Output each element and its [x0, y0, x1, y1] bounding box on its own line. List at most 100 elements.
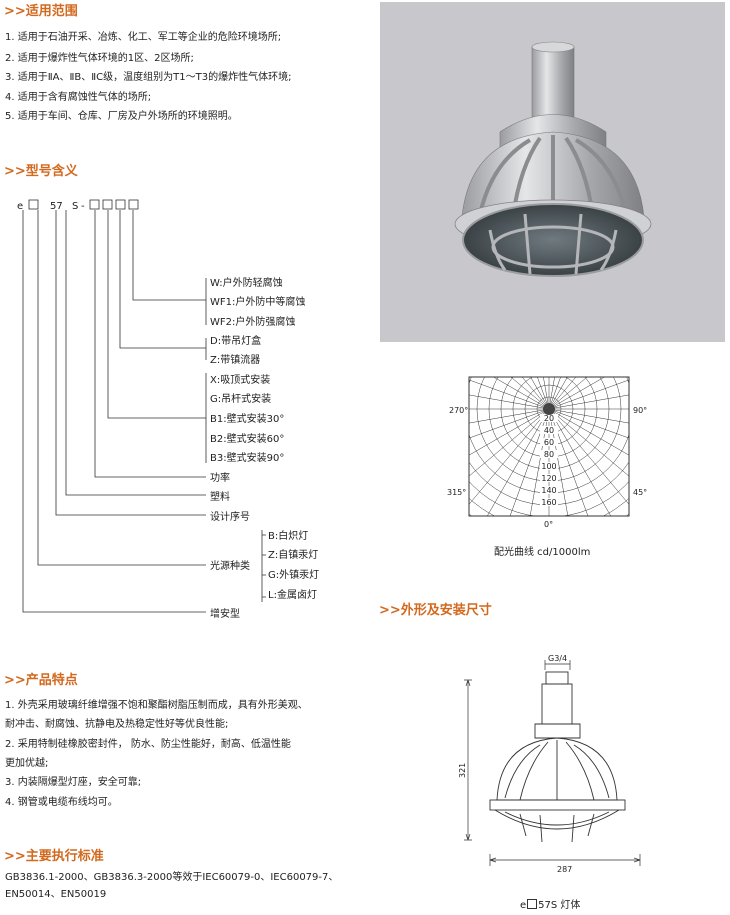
model-code-diagram: e 57 S - W:户外防轻腐蚀 WF1:户外防中等腐蚀 WF2:户外防强腐蚀…: [17, 199, 319, 620]
scope-item-5: 5. 适用于车间、仓库、厂房及户外场所的环境照明。: [5, 111, 238, 122]
dim-height-label: 321: [458, 763, 467, 778]
lamp-outline: [489, 671, 626, 843]
code-box-dz: [115, 199, 126, 210]
ring-label: 60: [544, 438, 554, 447]
polar-spoke: [469, 408, 550, 424]
polar-spoke: [521, 377, 550, 410]
option-plastic: 塑料: [210, 490, 230, 503]
feature-line-6: 4. 钢管或电缆布线均可。: [5, 797, 118, 808]
caption-e: e: [520, 900, 527, 911]
option-w: W:户外防轻腐蚀: [210, 276, 283, 289]
dim-width-label: 287: [557, 865, 572, 874]
features-heading: >>产品特点: [4, 673, 78, 688]
polar-spoke: [510, 377, 550, 410]
option-wf1: WF1:户外防中等腐蚀: [210, 295, 305, 308]
leader-lines: [22, 210, 266, 613]
code-box-source: [28, 199, 39, 210]
ring-label-background: [540, 450, 558, 458]
polar-spoke: [548, 394, 629, 410]
polar-center: [543, 403, 555, 415]
ring-label-background: [540, 474, 558, 482]
option-source-b: B:白炽灯: [268, 529, 308, 542]
dim-width-line: [489, 854, 641, 866]
option-b2: B2:壁式安装60°: [210, 432, 284, 445]
code-box-power: [89, 199, 100, 210]
polar-spoke: [548, 377, 568, 410]
option-power: 功率: [210, 471, 230, 484]
feature-line-1: 1. 外壳采用玻璃纤维增强不饱和聚酯树脂压制而成，具有外形美观、: [5, 700, 308, 711]
polar-spoke: [548, 377, 577, 410]
polar-caption: 配光曲线 cd/1000lm: [494, 547, 591, 558]
option-source-l: L:金属卤灯: [268, 588, 317, 601]
polar-spoke: [548, 408, 589, 516]
dim-thread-label: G3/4: [548, 654, 567, 663]
code-box-wf: [128, 199, 139, 210]
polar-spoke: [469, 408, 550, 439]
ring-label: 80: [544, 450, 554, 459]
product-photo: [380, 2, 725, 342]
scope-heading: >>适用范围: [4, 4, 78, 19]
polar-spoke: [548, 377, 561, 410]
standards-heading: >>主要执行标准: [4, 849, 104, 864]
polar-spoke: [469, 408, 550, 477]
polar-spoke: [548, 408, 629, 456]
polar-spoke: [548, 377, 605, 410]
polar-spoke: [548, 408, 629, 424]
caption-rest: 57S 灯体: [538, 900, 581, 911]
angle-90: 90°: [633, 406, 647, 415]
angle-0: 0°: [544, 520, 553, 529]
option-d: D:带吊灯盒: [210, 334, 261, 347]
polar-spoke: [548, 408, 612, 516]
standards-line-1: GB3836.1-2000、GB3836.3-2000等效于IEC60079-0…: [5, 872, 339, 883]
polar-spoke: [548, 379, 629, 410]
option-z-ballast: Z:带镇流器: [210, 353, 260, 366]
option-type: 增安型: [210, 607, 240, 620]
polar-spoke: [537, 377, 550, 410]
polar-spoke: [469, 408, 550, 505]
polar-spoke: [469, 394, 550, 410]
polar-spoke: [548, 408, 629, 477]
code-dash: -: [81, 201, 85, 212]
ring-label-background: [540, 414, 558, 422]
dim-height-line: [464, 679, 472, 841]
option-source-z: Z:自镇汞灯: [268, 548, 318, 561]
standards-line-2: EN50014、EN50019: [5, 889, 107, 900]
option-b1: B1:壁式安装30°: [210, 412, 284, 425]
option-wf2: WF2:户外防强腐蚀: [210, 315, 295, 328]
polar-spoke: [548, 408, 629, 439]
lamp-illustration: [454, 41, 652, 277]
code-box-mount: [102, 199, 113, 210]
ring-label-background: [540, 498, 558, 506]
ring-label: 160: [541, 498, 556, 507]
ring-label-background: [540, 438, 558, 446]
scope-item-3: 3. 适用于ⅡA、ⅡB、ⅡC级，温度组别为T1～T3的爆炸性气体环境;: [5, 72, 292, 83]
scope-item-2: 2. 适用于爆炸性气体环境的1区、2区场所;: [5, 53, 194, 64]
polar-spoke: [469, 408, 550, 456]
angle-45: 45°: [633, 488, 647, 497]
ring-label-background: [540, 426, 558, 434]
scope-item-1: 1. 适用于石油开采、冶炼、化工、军工等企业的危险环境场所;: [5, 32, 282, 43]
option-design-number: 设计序号: [210, 510, 250, 523]
scope-item-4: 4. 适用于含有腐蚀性气体的场所;: [5, 92, 152, 103]
polar-spoke: [530, 377, 550, 410]
angle-315: 315°: [447, 488, 466, 497]
angle-270: 270°: [449, 406, 468, 415]
model-heading: >>型号含义: [4, 164, 78, 179]
polar-spoke: [493, 377, 550, 410]
light-distribution-diagram: 270° 90° 315° 45° 0° 2040608010012014016…: [447, 376, 647, 529]
dimensions-caption: e 57S 灯体: [520, 896, 580, 911]
ring-label: 20: [544, 414, 554, 423]
option-x: X:吸顶式安装: [210, 373, 270, 386]
option-g: G:吊杆式安装: [210, 392, 271, 405]
caption-box: [527, 899, 538, 909]
option-b3: B3:壁式安装90°: [210, 451, 284, 464]
dimensions-heading: >>外形及安装尺寸: [379, 603, 492, 618]
option-source-label: 光源种类: [210, 559, 250, 572]
polar-spoke: [486, 408, 550, 516]
polar-spoke: [548, 377, 588, 410]
feature-line-3: 2. 采用特制硅橡胶密封件， 防水、防尘性能好，耐高、低温性能: [5, 739, 291, 750]
ring-label-background: [540, 486, 558, 494]
ring-label-background: [540, 462, 558, 470]
option-source-g: G:外镇汞灯: [268, 568, 319, 581]
